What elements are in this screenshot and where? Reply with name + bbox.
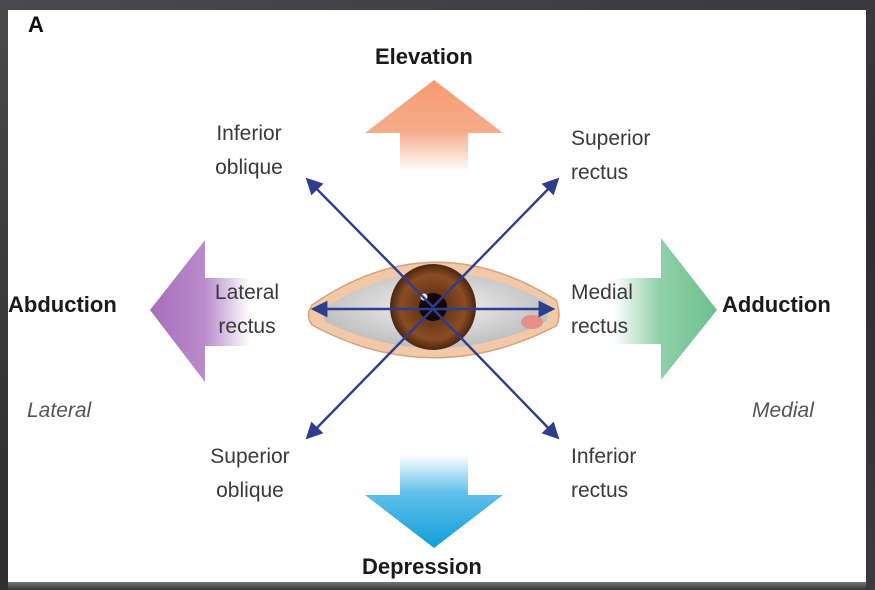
label-inferior-rectus-line1: Inferior (571, 445, 637, 468)
adduction-arrow (613, 238, 717, 380)
panel-shadow (8, 582, 866, 590)
label-superior-oblique-line1: Superior (210, 445, 290, 468)
label-medial-rectus-line2: rectus (571, 315, 629, 338)
elevation-label: Elevation (375, 44, 473, 69)
medial-label: Medial (752, 399, 814, 422)
label-inferior-oblique-line1: Inferior (216, 122, 282, 145)
label-superior-rectus-line1: Superior (571, 127, 651, 150)
label-superior-oblique: Superior oblique (195, 440, 305, 508)
label-inferior-rectus: Inferior rectus (571, 440, 671, 508)
depression-label: Depression (362, 554, 482, 579)
label-inferior-oblique-line2: oblique (215, 156, 283, 179)
label-medial-rectus: Medial rectus (571, 276, 671, 344)
panel-label: A (28, 12, 44, 37)
label-lateral-rectus: Lateral rectus (197, 276, 297, 344)
arrow-superior-oblique (305, 308, 434, 440)
label-lateral-rectus-line1: Lateral (214, 281, 280, 304)
abduction-label: Abduction (8, 292, 117, 317)
lateral-label: Lateral (27, 399, 92, 422)
label-superior-rectus: Superior rectus (571, 122, 671, 190)
label-inferior-oblique: Inferior oblique (200, 117, 298, 185)
arrow-inferior-oblique (305, 177, 434, 308)
muscle-action-arrows (305, 177, 560, 440)
label-superior-rectus-line2: rectus (571, 161, 629, 184)
label-superior-oblique-line2: oblique (216, 479, 284, 502)
label-medial-rectus-line1: Medial (571, 281, 633, 304)
adduction-label: Adduction (722, 292, 831, 317)
label-inferior-rectus-line2: rectus (571, 479, 629, 502)
depression-arrow (365, 455, 503, 548)
arrow-inferior-rectus (432, 308, 560, 440)
abduction-arrow (150, 240, 250, 382)
label-lateral-rectus-line2: rectus (218, 315, 276, 338)
elevation-arrow (365, 80, 503, 172)
arrow-superior-rectus (432, 177, 560, 308)
